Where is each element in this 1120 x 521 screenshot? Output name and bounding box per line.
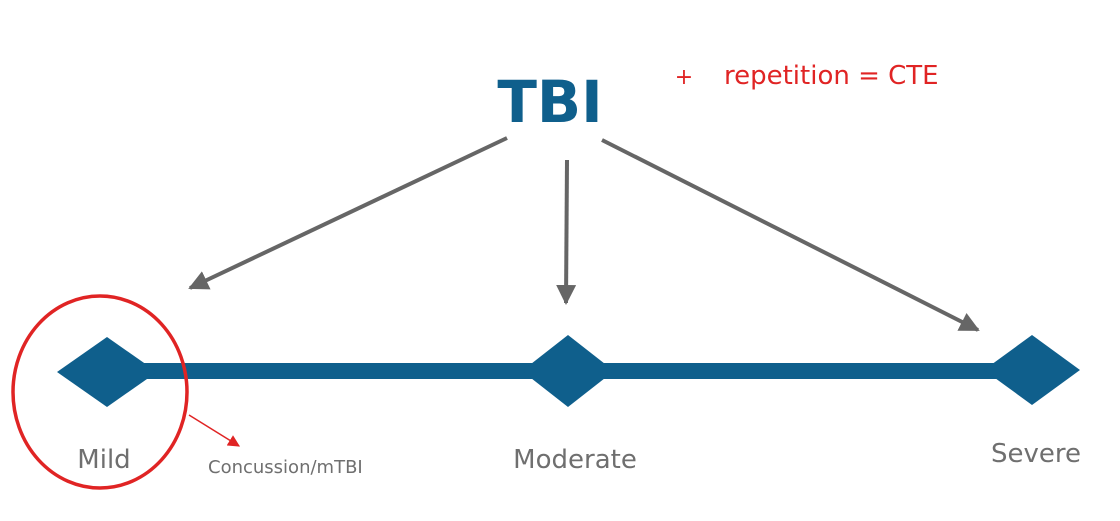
note-repetition-cte: repetition = CTE bbox=[724, 61, 939, 91]
diagram-title: TBI bbox=[497, 68, 602, 136]
level-label-mild: Mild bbox=[77, 445, 130, 475]
note-plus-sign: + bbox=[675, 65, 693, 90]
level-label-severe: Severe bbox=[991, 439, 1081, 469]
arrow-to-severe bbox=[601, 138, 980, 332]
callout-concussion-mtbi: Concussion/mTBI bbox=[208, 457, 363, 478]
level-label-moderate: Moderate bbox=[513, 445, 637, 475]
mild-highlight-circle bbox=[11, 294, 189, 490]
callout-arrow bbox=[188, 414, 241, 447]
arrow-to-mild bbox=[188, 136, 508, 290]
arrow-to-moderate bbox=[556, 159, 577, 305]
moderate-diamond-marker bbox=[522, 335, 614, 407]
mild-diamond-marker bbox=[57, 337, 157, 407]
severe-diamond-marker bbox=[984, 335, 1080, 405]
